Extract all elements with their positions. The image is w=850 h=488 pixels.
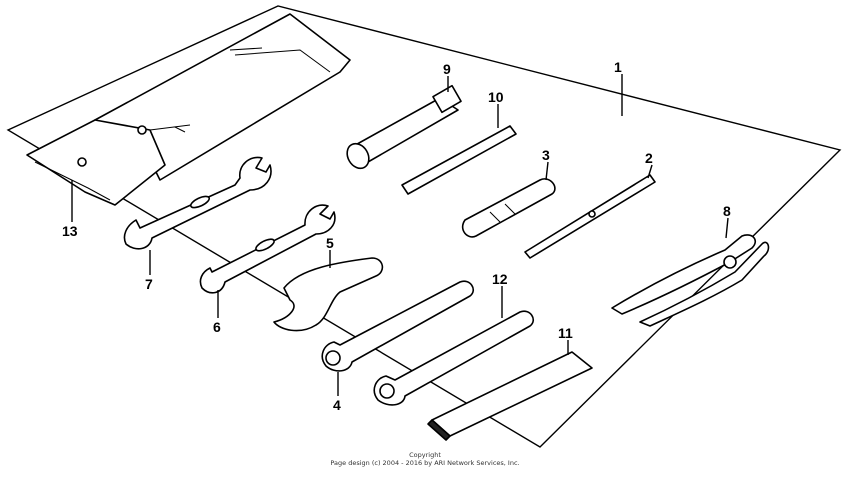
callout-6: 6 [213,319,221,335]
callout-3: 3 [542,147,550,163]
callout-10: 10 [488,89,504,105]
open-end-wrench-small-part [199,204,336,294]
callout-13: 13 [62,223,78,239]
callout-12: 12 [492,271,508,287]
screwdriver-handle-part [461,178,556,238]
spark-plug-wrench-part [346,84,462,170]
callout-5: 5 [326,235,334,251]
callout-4: 4 [333,397,341,413]
copyright-line: Page design (c) 2004 - 2016 by ARI Netwo… [330,459,520,467]
callout-7: 7 [145,276,153,292]
handle-bar-part [401,125,517,195]
flat-blade-part [427,351,593,441]
callout-8: 8 [723,203,731,219]
box-wrench-2-part [373,310,535,406]
copyright-title: Copyright [409,451,441,459]
leader-lines [71,74,729,396]
tool-bag-part [26,13,351,206]
box-wrench-part [321,280,475,372]
callout-9: 9 [443,61,451,77]
callout-2: 2 [645,150,653,166]
callout-1: 1 [614,59,622,75]
callout-11: 11 [558,325,573,341]
pliers-part [611,234,770,327]
screwdriver-blade-part [524,174,656,259]
pin-spanner-part [273,257,384,332]
open-end-wrench-large-part [123,156,272,250]
